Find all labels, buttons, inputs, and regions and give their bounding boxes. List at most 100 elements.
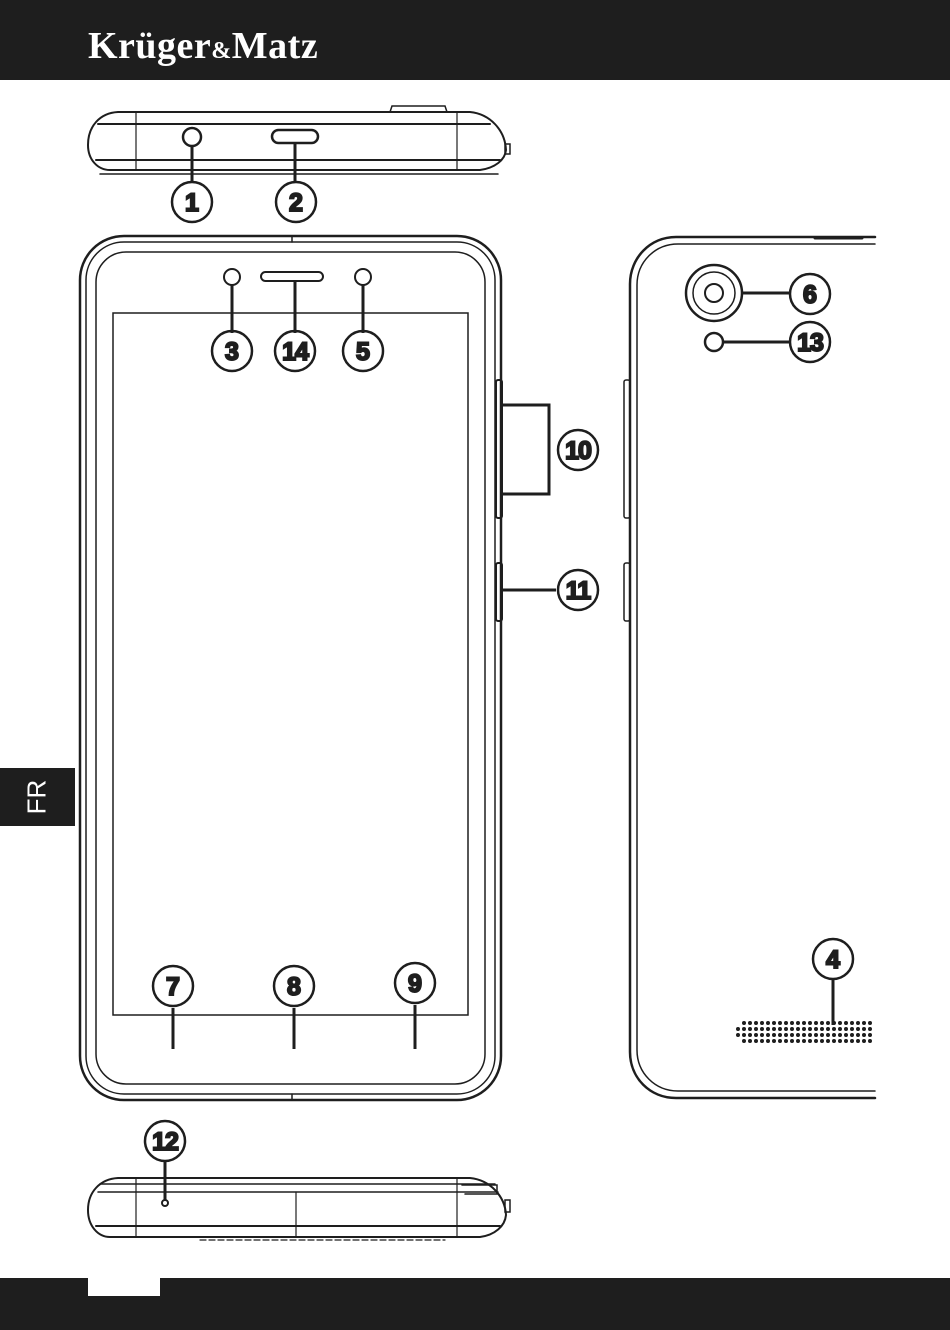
speaker-hole [802,1033,806,1037]
callout-11: 11 [558,570,598,610]
speaker-hole [772,1033,776,1037]
speaker-hole [832,1033,836,1037]
speaker-hole [748,1033,752,1037]
callout-2: 2 [276,182,316,222]
speaker-hole [748,1027,752,1031]
speaker-hole [754,1021,758,1025]
callout-5: 5 [343,331,383,371]
speaker-hole [790,1033,794,1037]
callout-13: 13 [790,322,830,362]
speaker-hole [796,1039,800,1043]
speaker-hole [832,1027,836,1031]
callout-4: 4 [813,939,853,979]
speaker-hole [862,1027,866,1031]
callout-3-label: 3 [225,338,239,366]
callout-12-label: 12 [152,1128,178,1156]
callout-14-label: 14 [282,338,309,366]
callout-2-label: 2 [289,189,303,217]
usb-port [272,130,318,143]
speaker-hole [784,1039,788,1043]
rear-speaker-grille [736,1021,872,1043]
speaker-hole [820,1033,824,1037]
callout-6-label: 6 [803,281,817,309]
speaker-hole [784,1033,788,1037]
speaker-hole [850,1039,854,1043]
speaker-hole [838,1039,842,1043]
speaker-hole [754,1033,758,1037]
speaker-hole [796,1033,800,1037]
speaker-hole [760,1039,764,1043]
speaker-hole [838,1033,842,1037]
front-camera [224,269,240,285]
speaker-hole [802,1039,806,1043]
speaker-hole [856,1039,860,1043]
speaker-hole [790,1021,794,1025]
bottom-edge-view [88,1178,510,1240]
speaker-hole [814,1021,818,1025]
speaker-hole [850,1027,854,1031]
callout-14: 14 [275,331,315,371]
callout-13-label: 13 [797,329,823,357]
page-tab [88,1278,160,1296]
callout-7: 7 [153,966,193,1006]
speaker-hole [820,1027,824,1031]
callout-3: 3 [212,331,252,371]
callouts: 1 2 3 14 5 10 11 6 13 4 7 8 9 12 [145,182,853,1161]
speaker-hole [856,1027,860,1031]
speaker-hole [808,1033,812,1037]
speaker-hole [766,1039,770,1043]
speaker-hole [832,1039,836,1043]
speaker-hole [754,1027,758,1031]
callout-5-label: 5 [356,338,370,366]
power-key [496,563,502,621]
microphone [162,1200,168,1206]
speaker-hole [862,1033,866,1037]
callout-9-label: 9 [408,970,422,998]
speaker-hole [844,1027,848,1031]
speaker-hole [868,1027,872,1031]
speaker-hole [844,1021,848,1025]
callout-12: 12 [145,1121,185,1161]
callout-4-label: 4 [826,946,840,974]
speaker-hole [820,1039,824,1043]
speaker-hole [820,1021,824,1025]
volume-keys [496,380,502,518]
speaker-hole [856,1033,860,1037]
rear-camera-lens [705,284,723,302]
speaker-hole [748,1039,752,1043]
speaker-hole [796,1021,800,1025]
speaker-hole [838,1021,842,1025]
speaker-hole [802,1027,806,1031]
callout-11-label: 11 [566,577,592,605]
callout-6: 6 [790,274,830,314]
speaker-hole [862,1039,866,1043]
speaker-hole [760,1021,764,1025]
callout-8: 8 [274,966,314,1006]
speaker-hole [766,1027,770,1031]
speaker-hole [790,1039,794,1043]
speaker-hole [826,1039,830,1043]
speaker-hole [754,1039,758,1043]
speaker-hole [838,1027,842,1031]
speaker-hole [742,1027,746,1031]
speaker-hole [790,1027,794,1031]
rear-camera-ring [686,265,742,321]
speaker-hole [784,1027,788,1031]
speaker-hole [742,1033,746,1037]
speaker-hole [742,1039,746,1043]
speaker-hole [814,1033,818,1037]
speaker-hole [844,1033,848,1037]
speaker-hole [814,1027,818,1031]
speaker-hole [748,1021,752,1025]
speaker-hole [736,1033,740,1037]
speaker-hole [826,1021,830,1025]
speaker-hole [766,1033,770,1037]
speaker-hole [808,1027,812,1031]
speaker-hole [742,1021,746,1025]
speaker-hole [826,1033,830,1037]
speaker-hole [868,1021,872,1025]
speaker-hole [784,1021,788,1025]
screen [113,313,468,1015]
speaker-hole [772,1021,776,1025]
